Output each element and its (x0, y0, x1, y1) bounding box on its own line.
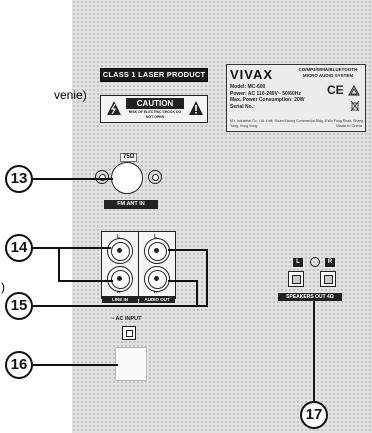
callout-15: 15 (5, 292, 33, 320)
consumption-line: Max. Power Consumption: 20W (230, 97, 305, 103)
line-in-right-tag: R (117, 289, 121, 295)
line-in-left-tag: L (117, 234, 121, 240)
laser-class-label: CLASS 1 LASER PRODUCT (100, 68, 208, 82)
weee-bin-icon (350, 100, 360, 112)
line-in-label: LINE IN (102, 296, 138, 303)
callout-15-leader-mid (168, 280, 198, 282)
audio-out-right-tag: R (154, 289, 158, 295)
fm-antenna-jack[interactable] (111, 162, 143, 194)
callout-14-leader (33, 247, 111, 249)
ce-mark: CE (327, 83, 344, 97)
side-text-fragment: venie) (54, 88, 87, 102)
caution-label: CAUTION RISK OF ELECTRIC SHOCK DO NOT OP… (100, 95, 208, 123)
model-line: Model: MC-600 (230, 84, 266, 90)
speaker-left-tag: L (293, 258, 303, 267)
speaker-indicator-ring (310, 257, 320, 267)
ac-input-label: ~ AC INPUT (111, 316, 142, 322)
line-in-right-jack[interactable] (107, 266, 133, 292)
audio-out-left-tag: L (154, 234, 158, 240)
callout-15-leader-top (168, 249, 208, 251)
power-line: Power: AC 110-240V~ 50/60Hz (230, 90, 301, 97)
callout-16: 16 (5, 351, 33, 379)
warning-triangle-icon (107, 101, 121, 115)
callout-15-leader (33, 305, 208, 307)
callout-14: 14 (5, 234, 33, 262)
spec-lines: Model: MC-600 Power: AC 110-240V~ 50/60H… (230, 84, 304, 110)
fm-antenna-label: FM ANT IN (104, 200, 158, 209)
callout-13-leader (33, 178, 113, 180)
spec-label: VIVAX CD/MP3/WMA/BLUETOOTH MICRO AUDIO S… (226, 64, 366, 132)
serial-line: Serial No.: (230, 103, 255, 110)
side-text-fragment: ) (1, 280, 5, 294)
line-in-left-jack[interactable] (107, 238, 133, 264)
brand-logo: VIVAX (230, 67, 274, 82)
callout-17: 17 (300, 401, 328, 429)
callout-13: 13 (5, 165, 33, 193)
audio-out-left-jack[interactable] (144, 238, 170, 264)
callout-15-leader-mid-down (196, 280, 198, 307)
callout-17-leader (313, 301, 315, 401)
callout-14-leader-lower (58, 280, 113, 282)
ac-input-socket[interactable] (122, 326, 136, 340)
antenna-side-jack-left[interactable] (95, 170, 109, 184)
callout-15-leader-right (206, 249, 208, 307)
power-plug (115, 347, 147, 381)
exclamation-triangle-icon (189, 101, 203, 115)
speaker-right-terminal[interactable] (320, 271, 336, 287)
speaker-right-tag: R (325, 258, 335, 267)
antenna-ohm-label: 75Ω (120, 153, 138, 162)
callout-14-leader-down (58, 247, 60, 282)
double-triangle-icon (348, 85, 360, 96)
manufacturer-info: M.I. Industrial Co., Ltd. Unit, Shum Kwo… (230, 119, 364, 128)
audio-out-right-jack[interactable] (144, 266, 170, 292)
made-in-label: Made in China (336, 123, 362, 128)
system-description: CD/MP3/WMA/BLUETOOTH MICRO AUDIO SYSTEM (298, 67, 358, 78)
speakers-out-label: SPEAKERS OUT 4Ω (278, 293, 342, 301)
audio-out-label: AUDIO OUT (139, 296, 175, 303)
caution-title: CAUTION (126, 98, 184, 109)
caution-text: RISK OF ELECTRIC SHOCK DO NOT OPEN (128, 110, 182, 119)
callout-16-leader (33, 364, 118, 366)
speaker-left-terminal[interactable] (288, 271, 304, 287)
antenna-side-jack-right[interactable] (148, 170, 162, 184)
